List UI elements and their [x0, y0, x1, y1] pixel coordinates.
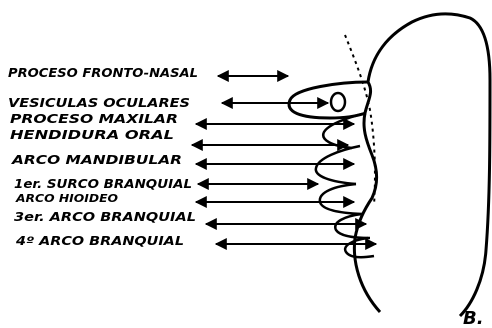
figure-letter: B. — [463, 308, 484, 328]
label-cuarto-arco: 4º ARCO BRANQUIAL — [15, 234, 184, 248]
frontonasal-bulge — [289, 82, 368, 118]
label-arco-mandibular: ARCO MANDIBULAR — [11, 153, 182, 167]
hyoid-arch-outline — [320, 184, 362, 214]
label-vesiculas-oculares: VESICULAS OCULARES — [8, 96, 190, 110]
label-proceso-maxilar: PROCESO MAXILAR — [10, 112, 178, 126]
dotted-boundary — [345, 35, 375, 205]
eye-vesicle — [331, 93, 345, 111]
label-hendidura-oral: HENDIDURA ORAL — [10, 128, 174, 142]
label-primer-surco: 1er. SURCO BRANQUIAL — [14, 177, 192, 191]
third-arch-outline — [335, 214, 370, 238]
label-arco-hioideo: ARCO HIOIDEO — [15, 192, 118, 205]
label-tercer-arco: 3er. ARCO BRANQUIAL — [14, 210, 196, 224]
fourth-arch-outline — [345, 238, 374, 257]
label-proceso-frontonasal: PROCESO FRONTO-NASAL — [8, 66, 198, 80]
